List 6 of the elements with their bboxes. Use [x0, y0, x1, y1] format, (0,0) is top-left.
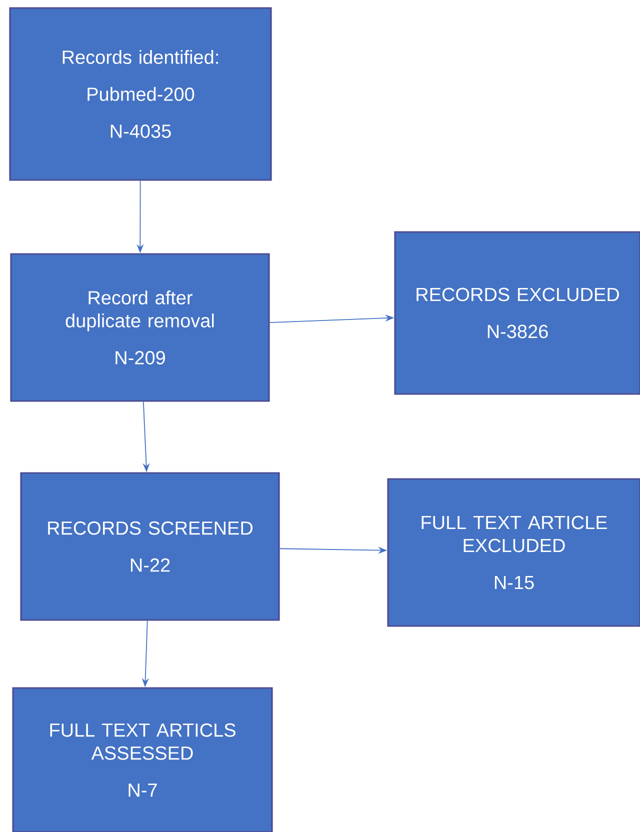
process-box: Records identified: Pubmed-200 N-4035 [9, 7, 272, 181]
process-box: RECORDS EXCLUDED N-3826 [394, 231, 640, 395]
process-box: RECORDS SCREENED N-22 [20, 472, 280, 621]
process-box: FULL TEXT ARTICLS ASSESSED N-7 [12, 687, 273, 832]
process-box: Record after duplicate removal N-209 [10, 253, 270, 402]
process-box: FULL TEXT ARTICLE EXCLUDED N-15 [387, 478, 640, 627]
